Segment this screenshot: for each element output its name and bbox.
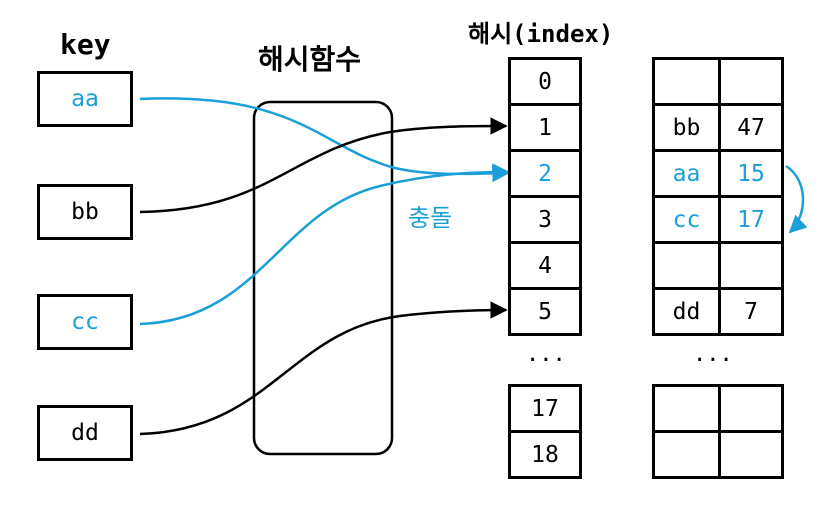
hash-function-header: 해시함수: [258, 43, 362, 76]
arrow-aa-to-index-2: [139, 97, 510, 183]
table-value-cell: [718, 241, 784, 290]
key-label: aa: [71, 86, 99, 112]
key-column-header: key: [60, 28, 111, 61]
index-cell: 17: [508, 384, 582, 433]
table-key-cell: dd: [652, 287, 721, 336]
table-key-cell: [652, 241, 721, 290]
arrow-bb-to-index-1: [139, 117, 508, 214]
table-key-cell: [652, 430, 721, 479]
table-value-cell: 15: [718, 149, 784, 198]
key-box-cc: cc: [37, 294, 133, 350]
table-value-cell: [718, 384, 784, 433]
table-key-cell: [652, 384, 721, 433]
index-cell: 3: [508, 195, 582, 244]
table-value-cell: 7: [718, 287, 784, 336]
table-key-cell: [652, 57, 721, 106]
key-label: dd: [71, 420, 99, 446]
index-cell: 18: [508, 430, 582, 479]
index-ellipsis: ...: [526, 342, 566, 367]
index-cell: 2: [508, 149, 582, 198]
key-box-bb: bb: [37, 184, 133, 240]
index-cell: 4: [508, 241, 582, 290]
index-cell: 5: [508, 287, 582, 336]
table-value-cell: 17: [718, 195, 784, 244]
hash-index-header: 해시(index): [468, 20, 614, 48]
key-label: cc: [71, 309, 99, 335]
index-cell: 0: [508, 57, 582, 106]
key-box-dd: dd: [37, 405, 133, 461]
collision-label: 충돌: [408, 204, 453, 232]
arrow-dd-to-index-5: [139, 301, 508, 436]
arrow-cc-to-index-2: [139, 163, 510, 326]
table-value-cell: [718, 430, 784, 479]
table-ellipsis: ...: [693, 342, 733, 367]
table-value-cell: 47: [718, 103, 784, 152]
hash-function-box: [252, 100, 394, 456]
index-cell: 1: [508, 103, 582, 152]
table-key-cell: bb: [652, 103, 721, 152]
collision-link-arrow: [785, 164, 808, 234]
table-value-cell: [718, 57, 784, 106]
table-key-cell: cc: [652, 195, 721, 244]
key-label: bb: [71, 199, 99, 225]
key-box-aa: aa: [37, 71, 133, 127]
table-key-cell: aa: [652, 149, 721, 198]
